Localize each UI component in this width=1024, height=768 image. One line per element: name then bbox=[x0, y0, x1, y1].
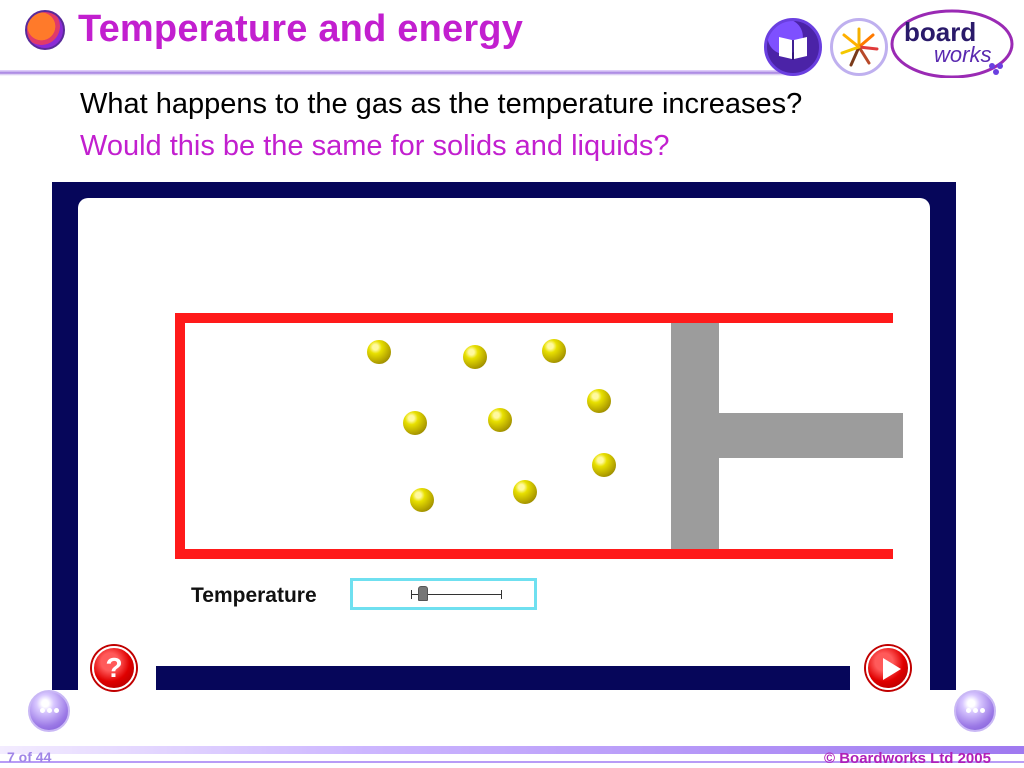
piston-head bbox=[671, 323, 719, 549]
header-divider bbox=[0, 70, 790, 76]
temperature-slider-track[interactable] bbox=[412, 594, 502, 595]
container-bottom-wall bbox=[175, 549, 893, 559]
play-button[interactable] bbox=[866, 646, 910, 690]
piston-rod bbox=[719, 413, 903, 458]
temperature-label: Temperature bbox=[191, 584, 317, 607]
slider-end-cap bbox=[501, 590, 502, 599]
temperature-control[interactable] bbox=[350, 578, 537, 610]
gas-particle bbox=[587, 389, 611, 413]
next-slide-button[interactable] bbox=[954, 690, 996, 732]
gas-particle bbox=[542, 339, 566, 363]
gas-particle bbox=[513, 480, 537, 504]
help-icon: ? bbox=[105, 652, 123, 683]
gas-particle bbox=[410, 488, 434, 512]
gas-particle bbox=[488, 408, 512, 432]
container-left-wall bbox=[175, 313, 185, 559]
gas-particle bbox=[463, 345, 487, 369]
gas-particle bbox=[367, 340, 391, 364]
topic-icon bbox=[25, 10, 65, 50]
container-top-wall bbox=[175, 313, 893, 323]
boardworks-logo: board works bbox=[890, 6, 1015, 79]
logo-text-board: board bbox=[904, 17, 976, 47]
question-text-2: Would this be the same for solids and li… bbox=[80, 130, 670, 162]
footer-bar bbox=[0, 746, 1024, 754]
copyright-text: © Boardworks Ltd 2005 bbox=[824, 750, 991, 767]
previous-slide-button[interactable] bbox=[28, 690, 70, 732]
help-button[interactable]: ? bbox=[92, 646, 136, 690]
glossary-book-icon[interactable] bbox=[764, 18, 822, 76]
footer-line bbox=[0, 761, 1024, 763]
temperature-slider-thumb[interactable] bbox=[418, 586, 428, 601]
gas-particle bbox=[403, 411, 427, 435]
gas-particle bbox=[592, 453, 616, 477]
sunburst-icon[interactable] bbox=[830, 18, 888, 76]
slide-counter: 7 of 44 bbox=[7, 749, 52, 765]
question-text-1: What happens to the gas as the temperatu… bbox=[80, 88, 803, 120]
page-title: Temperature and energy bbox=[78, 8, 524, 50]
slider-end-cap bbox=[411, 590, 412, 599]
logo-text-works: works bbox=[934, 42, 991, 67]
